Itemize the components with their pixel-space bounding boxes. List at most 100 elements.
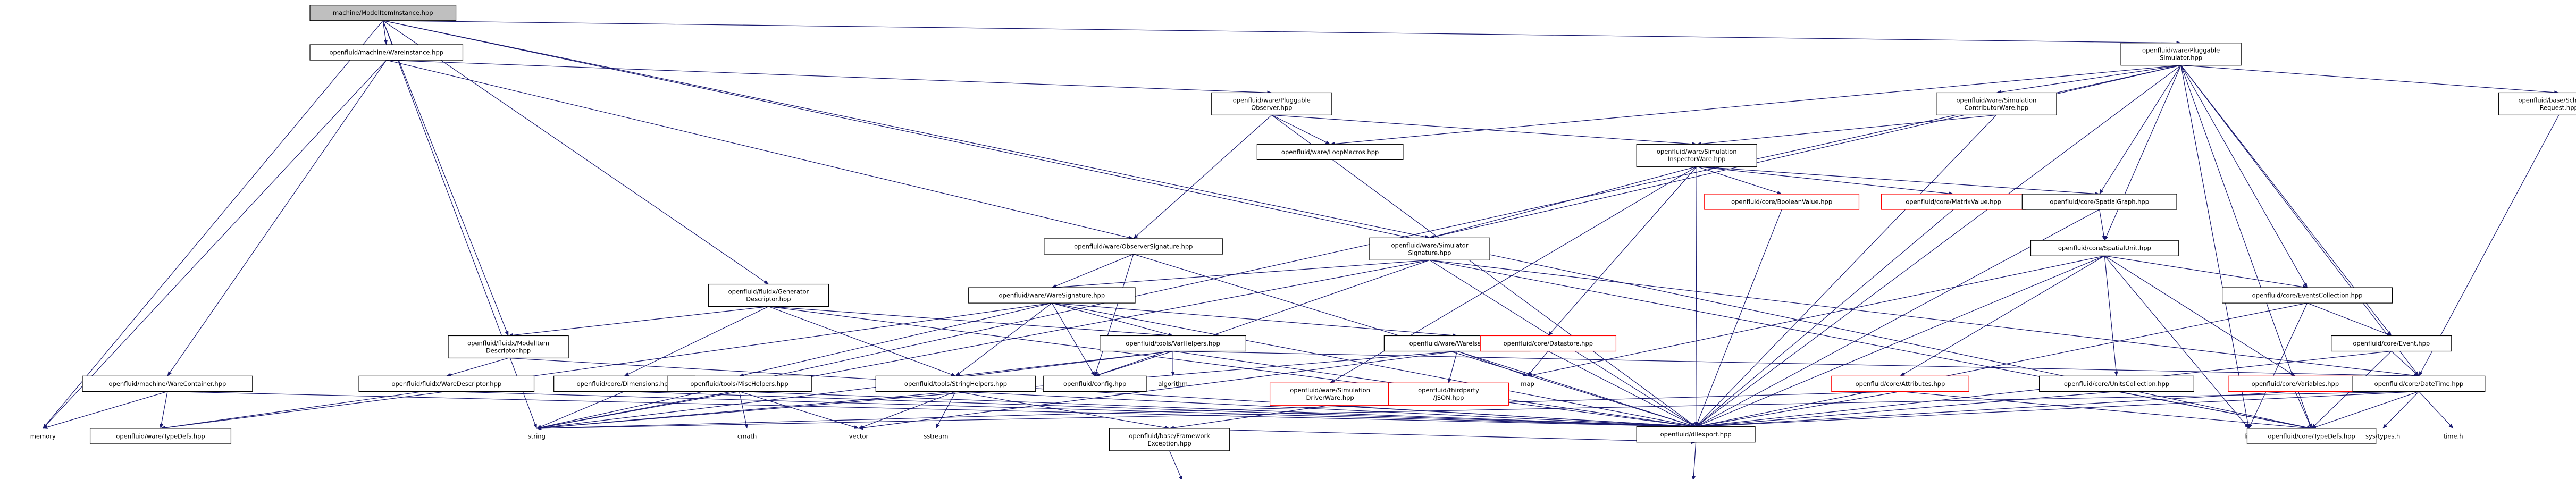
node-warecontainer[interactable]: openfluid/machine/WareContainer.hpp bbox=[82, 375, 253, 392]
node-variables[interactable]: openfluid/core/Variables.hpp bbox=[2228, 375, 2363, 392]
edge-spatialunit-to-variables bbox=[2104, 255, 2296, 376]
edge-stringhelpers-to-sstream bbox=[935, 391, 956, 429]
node-eventscoll[interactable]: openfluid/core/EventsCollection.hpp bbox=[2222, 287, 2393, 304]
node-config[interactable]: openfluid/config.hpp bbox=[1043, 375, 1147, 392]
edge-spatialunit-to-eventscoll bbox=[2104, 255, 2308, 289]
node-label: openfluid/fluidx/Generator bbox=[728, 288, 809, 295]
node-event[interactable]: openfluid/core/Event.hpp bbox=[2331, 335, 2452, 352]
edge-datetime-to-dllexport bbox=[1696, 391, 2419, 428]
node-attributes[interactable]: openfluid/core/Attributes.hpp bbox=[1831, 375, 1969, 392]
node-box bbox=[2331, 335, 2452, 352]
node-box bbox=[1211, 92, 1332, 116]
edges-layer bbox=[43, 20, 2560, 479]
node-siminspector[interactable]: openfluid/ware/SimulationInspectorWare.h… bbox=[1636, 144, 1757, 167]
node-boolval[interactable]: openfluid/core/BooleanValue.hpp bbox=[1704, 194, 1860, 210]
node-box bbox=[1388, 382, 1509, 406]
edge-wareissues-to-vector bbox=[858, 350, 1457, 430]
node-systypes[interactable]: sys/types.h bbox=[2365, 432, 2400, 440]
node-schedreq[interactable]: openfluid/base/SchedulingRequest.hpp bbox=[2498, 92, 2576, 116]
node-box bbox=[2498, 92, 2576, 116]
edge-stringhelpers-to-frameexc bbox=[955, 391, 1170, 430]
edge-datetime-to-timeh bbox=[2419, 391, 2454, 429]
node-box bbox=[1109, 428, 1230, 451]
node-waresig[interactable]: openfluid/ware/WareSignature.hpp bbox=[968, 287, 1136, 304]
node-timeh[interactable]: time.h bbox=[2444, 432, 2463, 440]
edge-simcontrib-to-dllexport bbox=[1696, 114, 1997, 427]
edge-dimensions-to-dllexport bbox=[624, 391, 1697, 428]
node-thirdjson[interactable]: openfluid/thirdparty/JSON.hpp bbox=[1388, 382, 1509, 406]
edge-simdriver-to-frameexc bbox=[1169, 405, 1330, 430]
node-spatialgraph[interactable]: openfluid/core/SpatialGraph.hpp bbox=[2021, 194, 2177, 210]
node-obssig[interactable]: openfluid/ware/ObserverSignature.hpp bbox=[1044, 238, 1223, 255]
node-root: machine/ModelItemInstance.hpp bbox=[309, 5, 457, 21]
edge-pluggobs-to-dllexport bbox=[1271, 114, 1696, 427]
node-box bbox=[1256, 144, 1404, 160]
edge-pluggobs-to-obssig bbox=[1133, 114, 1272, 239]
node-label: openfluid/ware/TypeDefs.hpp bbox=[116, 432, 205, 440]
edge-siminspector-to-boolval bbox=[1697, 166, 1782, 195]
node-wareinst[interactable]: openfluid/machine/WareInstance.hpp bbox=[309, 44, 464, 61]
node-unitscoll[interactable]: openfluid/core/UnitsCollection.hpp bbox=[2039, 375, 2194, 392]
node-mischelpers[interactable]: openfluid/tools/MiscHelpers.hpp bbox=[667, 375, 812, 392]
node-label: /JSON.hpp bbox=[1433, 394, 1464, 401]
edge-eventscoll-to-dllexport bbox=[1696, 302, 2308, 428]
edge-pluggsim-to-list bbox=[2180, 65, 2250, 429]
edge-spatialgraph-to-spatialunit bbox=[2099, 209, 2106, 241]
node-waretypedefs[interactable]: openfluid/ware/TypeDefs.hpp bbox=[89, 428, 232, 444]
node-label: openfluid/core/TypeDefs.hpp bbox=[2268, 432, 2355, 440]
edge-pluggsim-to-dllexport bbox=[1696, 65, 2181, 427]
node-label: Descriptor.hpp bbox=[486, 347, 531, 354]
node-dllexport[interactable]: openfluid/dllexport.hpp bbox=[1636, 426, 1756, 443]
node-map[interactable]: map bbox=[1521, 380, 1534, 388]
node-matrixval[interactable]: openfluid/core/MatrixValue.hpp bbox=[1881, 194, 2026, 210]
node-stringhelpers[interactable]: openfluid/tools/StringHelpers.hpp bbox=[875, 375, 1036, 392]
node-spatialunit[interactable]: openfluid/core/SpatialUnit.hpp bbox=[2030, 240, 2179, 256]
node-label: openfluid/core/Event.hpp bbox=[2353, 340, 2430, 347]
node-box bbox=[2246, 428, 2377, 444]
node-loopmacros[interactable]: openfluid/ware/LoopMacros.hpp bbox=[1256, 144, 1404, 160]
node-box bbox=[1881, 194, 2026, 210]
edge-matrixval-to-dllexport bbox=[1696, 209, 1954, 427]
node-label: openfluid/ware/Pluggable bbox=[1233, 96, 1311, 104]
node-label: memory bbox=[30, 432, 56, 440]
node-datastore[interactable]: openfluid/core/Datastore.hpp bbox=[1480, 335, 1617, 352]
node-label: Request.hpp bbox=[2540, 104, 2576, 111]
node-box bbox=[1269, 382, 1391, 406]
node-coretypedefs[interactable]: openfluid/core/TypeDefs.hpp bbox=[2246, 428, 2377, 444]
node-label: Observer.hpp bbox=[1251, 104, 1292, 111]
node-sstream[interactable]: sstream bbox=[924, 432, 948, 440]
edge-attributes-to-dllexport bbox=[1696, 391, 1901, 428]
node-algorithm[interactable]: algorithm bbox=[1158, 380, 1188, 388]
edge-unitscoll-to-dllexport bbox=[1696, 391, 2117, 428]
edge-pluggsim-to-string bbox=[536, 65, 2181, 430]
edge-eventscoll-to-event bbox=[2307, 302, 2392, 337]
edge-pluggsim-to-spatialunit bbox=[2104, 65, 2181, 241]
edge-warecontainer-to-dllexport bbox=[167, 391, 1697, 429]
edge-siminspector-to-dllexport bbox=[1694, 166, 1698, 427]
edge-siminspector-to-datastore bbox=[1548, 166, 1697, 336]
node-cmath[interactable]: cmath bbox=[737, 432, 757, 440]
node-string[interactable]: string bbox=[528, 432, 546, 440]
edge-pluggsim-to-coretypedefs bbox=[2180, 65, 2312, 429]
node-box bbox=[1636, 144, 1757, 167]
edge-fluidxgen-to-varhelpers bbox=[768, 306, 1173, 338]
node-box bbox=[358, 375, 535, 392]
edge-simsig-to-datetime bbox=[1429, 259, 2419, 377]
node-label: openfluid/tools/MiscHelpers.hpp bbox=[690, 380, 788, 388]
node-simcontrib[interactable]: openfluid/ware/SimulationContributorWare… bbox=[1936, 92, 2057, 116]
node-vector[interactable]: vector bbox=[849, 432, 869, 440]
node-memory[interactable]: memory bbox=[30, 432, 56, 440]
node-waredesc[interactable]: openfluid/fluidx/WareDescriptor.hpp bbox=[358, 375, 535, 392]
node-datetime[interactable]: openfluid/core/DateTime.hpp bbox=[2352, 375, 2486, 392]
node-varhelpers[interactable]: openfluid/tools/VarHelpers.hpp bbox=[1100, 335, 1246, 352]
edge-attributes-to-coretypedefs bbox=[1900, 391, 2312, 430]
node-label: Descriptor.hpp bbox=[746, 295, 791, 302]
edge-pluggsim-to-datetime bbox=[2180, 65, 2419, 376]
